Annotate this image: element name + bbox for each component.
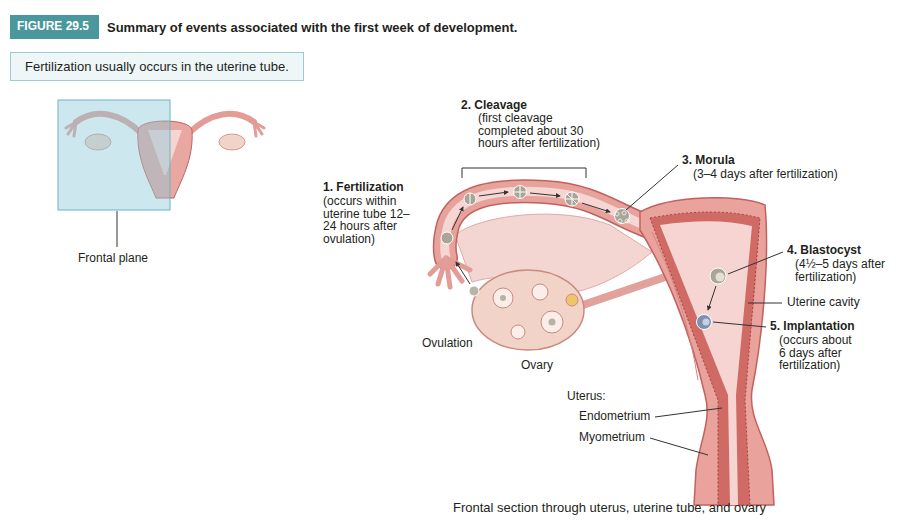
plane-label: Frontal plane — [78, 252, 148, 265]
leader-line — [655, 408, 722, 417]
stage-arrow — [708, 286, 716, 310]
thumb-tube — [188, 114, 254, 134]
morula-cells — [615, 211, 629, 223]
stage-note: (occurs within uterine tube 12–24 hours … — [323, 195, 410, 245]
figure-title: Summary of events associated with the fi… — [107, 20, 517, 35]
cleavage-furrow — [514, 186, 526, 198]
follicle — [511, 325, 525, 339]
follicle — [532, 284, 548, 300]
uterine-cavity — [660, 221, 752, 505]
leader-line — [626, 165, 678, 210]
stage-label: 4. Blastocyst — [787, 244, 861, 257]
part-label: Myometrium — [579, 431, 645, 444]
stage-label: 2. Cleavage — [461, 99, 527, 112]
endometrium — [650, 212, 760, 505]
leader-line — [713, 322, 766, 327]
stage-arrow — [452, 207, 463, 230]
morula — [615, 209, 630, 224]
thumb-ovary — [219, 134, 245, 150]
figure-caption: Frontal section through uterus, uterine … — [453, 500, 766, 515]
eight-cell-embryo — [565, 192, 579, 206]
blastocoel — [703, 319, 710, 326]
follicle — [549, 319, 556, 326]
cleavage-bracket — [462, 168, 586, 178]
oocyte — [469, 286, 479, 296]
four-cell-embryo — [514, 186, 527, 199]
ovulation-arrow — [456, 262, 470, 284]
frontal-plane-overlay — [58, 100, 170, 210]
stage-arrow — [479, 192, 508, 196]
box-text: FIGURE 29.5 — [17, 19, 89, 33]
tube-lumen — [445, 191, 652, 258]
cleavage-furrow — [565, 192, 579, 206]
summary-note-box: Fertilization usually occurs in the uter… — [10, 52, 304, 81]
part-label: Uterine cavity — [787, 296, 860, 309]
part-label: Ovulation — [422, 337, 473, 350]
corpus-luteum — [566, 294, 578, 306]
part-label: Endometrium — [579, 410, 650, 423]
leader-line — [728, 252, 783, 274]
two-cell-embryo — [464, 193, 476, 205]
stage-label: 3. Morula — [682, 154, 735, 167]
myometrium — [640, 198, 774, 505]
stage-arrow — [530, 193, 560, 196]
figure-number-tag: FIGURE 29.5 — [10, 15, 99, 39]
blastocoel — [716, 273, 725, 282]
part-label: Uterus: — [567, 390, 606, 403]
leader-line — [650, 438, 708, 455]
follicle — [541, 311, 563, 333]
uterine-tube-outline — [445, 191, 652, 258]
stage-label: 5. Implantation — [770, 320, 855, 333]
fimbriae — [430, 258, 470, 287]
box-text: Fertilization usually occurs in the uter… — [25, 59, 289, 74]
uterine-tube — [445, 191, 652, 258]
blastocyst — [710, 268, 726, 284]
cleavage-furrow — [470, 193, 471, 205]
stage-note: (first cleavage completed about 30 hours… — [478, 112, 606, 150]
stage-note: (4½–5 days after fertilization) — [795, 258, 895, 283]
follicle — [493, 288, 513, 308]
implanting-blastocyst — [697, 315, 712, 330]
ovarian-ligament — [580, 276, 668, 306]
leader-line — [117, 211, 118, 247]
stage-label: 1. Fertilization — [323, 181, 404, 194]
follicle — [500, 295, 506, 301]
stage-note: (occurs about 6 days after fertilization… — [779, 334, 856, 372]
zygote — [441, 232, 453, 244]
part-label: Ovary — [521, 359, 553, 372]
stage-note: (3–4 days after fertilization) — [693, 168, 838, 181]
stage-arrow — [582, 203, 610, 212]
ovary — [472, 270, 584, 350]
leader-line — [748, 303, 782, 304]
